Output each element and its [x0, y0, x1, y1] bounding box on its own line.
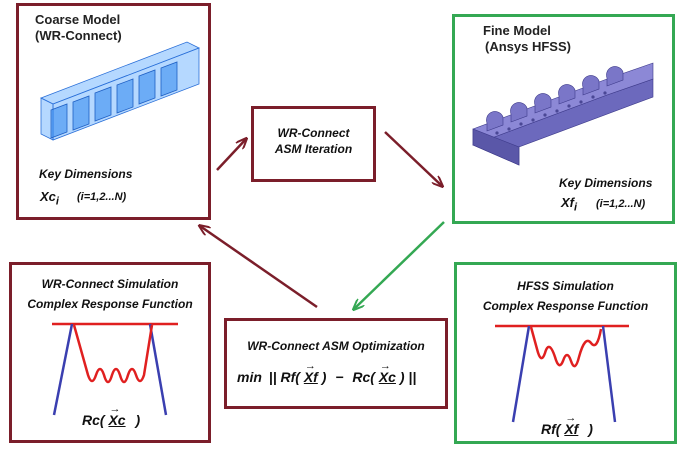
arrow-fine-to-optimization	[354, 221, 445, 309]
coarse-index-range: (i=1,2...N)	[77, 191, 127, 203]
coarse-variable: Xci	[40, 189, 59, 208]
coarse-model-title: Coarse Model (WR-Connect)	[35, 12, 122, 43]
coarse-key-dimensions-label: Key Dimensions	[39, 167, 133, 181]
asm-optimization-box: WR-Connect ASM Optimization min || Rf( →…	[224, 318, 448, 409]
fine-model-image	[472, 62, 654, 166]
fine-model-title: Fine Model (Ansys HFSS)	[483, 23, 571, 54]
asm-optimization-equation: min || Rf( → Xf ) − Rc( → Xc ) ||	[237, 360, 417, 385]
arrow-optimization-to-coarse	[200, 226, 318, 309]
wr-connect-simulation-box: WR-Connect Simulation Complex Response F…	[9, 262, 211, 443]
wr-vector-arg: → Xc	[108, 403, 126, 428]
coarse-model-image	[40, 41, 200, 141]
vector-arrow-icon: →	[109, 403, 121, 415]
hfss-vector-arg: → Xf	[564, 412, 579, 437]
opt-vector-xf: → Xf	[303, 360, 318, 385]
fine-model-box: Fine Model (Ansys HFSS) Key Dimensions X…	[452, 14, 675, 224]
vector-arrow-icon: →	[304, 360, 316, 372]
arrow-iteration-to-fine	[384, 131, 442, 186]
coarse-model-box: Coarse Model (WR-Connect) Key Dimensions…	[16, 3, 211, 220]
wr-response-function: Rc( → Xc )	[82, 403, 141, 428]
hfss-sim-title: HFSS Simulation Complex Response Functio…	[482, 279, 649, 313]
opt-vector-xc: → Xc	[378, 360, 396, 385]
arrow-coarse-to-iteration	[216, 139, 246, 171]
asm-iteration-box: WR-Connect ASM Iteration	[251, 106, 376, 182]
wr-response-plot	[52, 322, 178, 416]
fine-key-dimensions-label: Key Dimensions	[559, 176, 653, 190]
vector-arrow-icon: →	[379, 360, 391, 372]
fine-variable: Xfi	[561, 195, 578, 214]
fine-index-range: (i=1,2...N)	[596, 198, 646, 210]
hfss-simulation-box: HFSS Simulation Complex Response Functio…	[454, 262, 677, 444]
hfss-response-plot	[495, 324, 629, 423]
wr-sim-title: WR-Connect Simulation Complex Response F…	[27, 277, 193, 311]
vector-arrow-icon: →	[565, 412, 577, 424]
asm-iteration-text: WR-Connect ASM Iteration	[274, 126, 353, 156]
hfss-response-function: Rf( → Xf )	[541, 412, 593, 437]
asm-optimization-title: WR-Connect ASM Optimization	[247, 339, 425, 353]
